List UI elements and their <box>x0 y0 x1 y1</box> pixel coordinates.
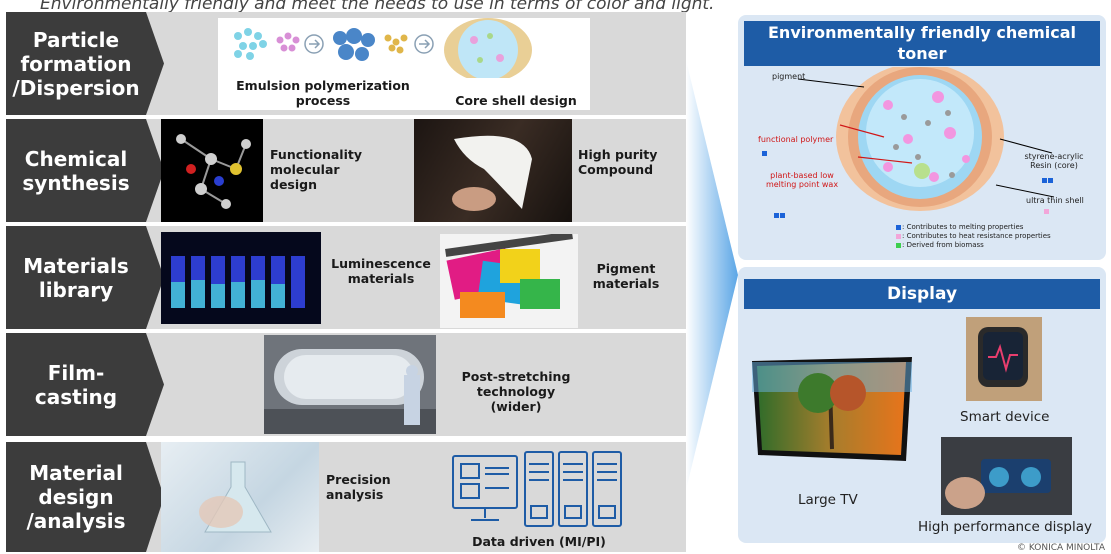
legend-melting: : Contributes to melting properties <box>902 223 1024 231</box>
tv-caption: Large TV <box>798 492 858 508</box>
data-driven-label: Data driven (MI/PI) <box>472 534 606 549</box>
row-label: Materials library <box>6 226 164 329</box>
ann-shell: ultra thin shell <box>1026 196 1084 205</box>
row-film-casting: Film- casting Post-stretching technology… <box>6 333 686 436</box>
marker-heat <box>1044 209 1049 214</box>
film-roll-photo <box>264 335 436 434</box>
row-label: Chemical synthesis <box>6 119 164 222</box>
marker-melting <box>774 213 779 218</box>
legend-heat: : Contributes to heat resistance propert… <box>902 232 1051 240</box>
legend-swatch-heat <box>896 234 901 239</box>
hp-display-caption: High performance display <box>918 519 1093 535</box>
header-text: Environmentally friendly and meet the ne… <box>40 0 715 14</box>
legend-biomass: : Derived from biomass <box>902 241 984 249</box>
high-purity-label: High purity Compound <box>578 147 658 177</box>
row-label: Material design /analysis <box>6 442 164 552</box>
row-chemical-synthesis: Chemical synthesis Functionality molecul… <box>6 119 686 222</box>
ann-functional-polymer: functional polymer <box>758 135 834 144</box>
row-material-design: Material design /analysis Precision anal… <box>6 442 686 552</box>
display-panel: Display Large TV Smart device High perfo… <box>738 267 1106 543</box>
car-display-image <box>941 437 1072 515</box>
row-label: Particle formation /Dispersion <box>6 12 164 115</box>
display-panel-title: Display <box>744 279 1100 309</box>
luminescence-photo <box>161 232 321 324</box>
toner-panel: Environmentally friendly chemical toner … <box>738 15 1106 260</box>
row-materials-library: Materials library Luminescence materials… <box>6 226 686 329</box>
emulsion-label: Emulsion polymerization process <box>236 78 410 108</box>
copyright: © KONICA MINOLTA <box>1016 543 1105 553</box>
core-shell-label: Core shell design <box>455 93 577 108</box>
smart-device-caption: Smart device <box>960 409 1050 425</box>
legend-swatch-biomass <box>896 243 901 248</box>
marker-melting <box>780 213 785 218</box>
row-particle-formation: Particle formation /Dispersion Emulsion … <box>6 12 686 115</box>
ann-plant-wax: plant-based low melting point wax <box>765 171 839 189</box>
ann-resin: styrene-acrylic Resin (core) <box>1024 152 1084 170</box>
emulsion-process-illustration <box>234 18 532 78</box>
tv-image <box>752 357 912 469</box>
toner-panel-title: Environmentally friendly chemical toner <box>744 21 1100 66</box>
functionality-label: Functionality molecular design <box>270 147 362 192</box>
legend-swatch-melting <box>896 225 901 230</box>
marker-melting <box>1042 178 1047 183</box>
luminescence-label: Luminescence materials <box>331 256 431 286</box>
flow-arrow <box>686 60 738 490</box>
pigment-photo <box>440 234 578 328</box>
post-stretching-label: Post-stretching technology (wider) <box>461 369 571 414</box>
row-label: Film- casting <box>6 333 164 436</box>
compound-photo <box>414 119 572 222</box>
ann-pigment: pigment <box>772 72 806 81</box>
pigment-label: Pigment materials <box>592 261 660 291</box>
emulsion-box: Emulsion polymerization process Core she… <box>218 18 590 110</box>
molecule-photo <box>161 119 263 222</box>
smartwatch-image <box>966 317 1042 401</box>
precision-label: Precision analysis <box>326 472 391 502</box>
toner-particle-diagram <box>797 67 1055 211</box>
data-server-icon <box>452 451 622 527</box>
analysis-photo <box>161 442 319 552</box>
marker-melting <box>1048 178 1053 183</box>
marker-melting <box>762 151 767 156</box>
